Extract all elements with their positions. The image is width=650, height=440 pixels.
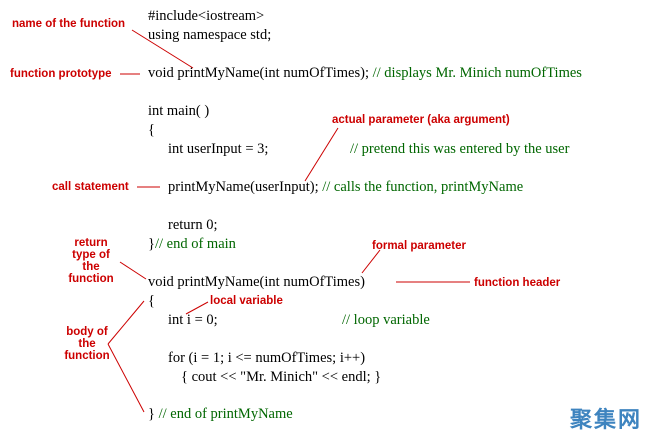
- label-actual-parameter: actual parameter (aka argument): [332, 114, 510, 126]
- return-type-line-3: the: [82, 261, 100, 273]
- label-body-of-function: body of the function: [56, 326, 118, 362]
- code-main-signature: int main( ): [148, 102, 209, 120]
- label-function-header: function header: [474, 277, 561, 289]
- code-declaration: int userInput = 3;: [168, 140, 268, 158]
- leader-local-variable: [185, 301, 209, 315]
- code-prototype: void printMyName(int numOfTimes); // dis…: [148, 64, 582, 82]
- leader-name-of-function: [131, 29, 194, 69]
- main-open-brace-text: {: [148, 122, 155, 138]
- call-comment: // calls the function, printMyName: [322, 179, 524, 195]
- local-variable-text: int i = 0;: [168, 312, 218, 328]
- using-text: using namespace std;: [148, 27, 272, 43]
- leader-body-bottom: [107, 343, 145, 413]
- return-type-line-4: function: [68, 273, 114, 285]
- code-return: return 0;: [168, 216, 218, 234]
- code-main-open-brace: {: [148, 121, 155, 139]
- cout-text: { cout << "Mr. Minich" << endl; }: [181, 369, 382, 385]
- return-text: return 0;: [168, 217, 218, 233]
- function-close-brace: }: [148, 406, 155, 422]
- label-call-statement: call statement: [52, 181, 129, 193]
- code-cout: { cout << "Mr. Minich" << endl; }: [181, 368, 381, 386]
- label-return-type: return type of the function: [62, 237, 120, 285]
- code-call: printMyName(userInput); // calls the fun…: [168, 178, 523, 196]
- leader-formal-parameter: [361, 249, 381, 274]
- code-for-loop: for (i = 1; i <= numOfTimes; i++): [168, 349, 365, 367]
- watermark-logo: 聚集网: [569, 408, 642, 433]
- body-line-2: the: [78, 338, 96, 350]
- code-declaration-comment: // pretend this was entered by the user: [350, 140, 569, 158]
- code-using: using namespace std;: [148, 26, 271, 44]
- body-line-3: function: [64, 350, 110, 362]
- local-variable-comment-text: // loop variable: [342, 312, 430, 328]
- code-main-close: }// end of main: [148, 235, 236, 253]
- code-function-close: } // end of printMyName: [148, 405, 293, 423]
- prototype-comment: // displays Mr. Minich numOfTimes: [372, 65, 582, 81]
- code-include: #include<iostream>: [148, 7, 264, 25]
- prototype-text: void printMyName(int numOfTimes);: [148, 65, 369, 81]
- label-formal-parameter: formal parameter: [372, 240, 466, 252]
- leader-return-type: [119, 261, 147, 280]
- body-line-1: body of: [66, 326, 108, 338]
- include-text: #include<iostream>: [148, 8, 265, 24]
- label-function-prototype: function prototype: [10, 68, 112, 80]
- code-local-variable-comment: // loop variable: [342, 311, 430, 329]
- code-function-header: void printMyName(int numOfTimes): [148, 273, 365, 291]
- return-type-line-2: type of: [72, 249, 110, 261]
- leader-body-top: [107, 300, 145, 345]
- leader-actual-parameter: [304, 127, 339, 182]
- declaration-text: int userInput = 3;: [168, 141, 269, 157]
- return-type-line-1: return: [74, 237, 108, 249]
- function-header-text: void printMyName(int numOfTimes): [148, 274, 365, 290]
- main-signature-text: int main( ): [148, 103, 210, 119]
- function-close-comment: // end of printMyName: [158, 406, 293, 422]
- code-local-variable: int i = 0;: [168, 311, 218, 329]
- main-close-comment: // end of main: [154, 236, 236, 252]
- declaration-comment-text: // pretend this was entered by the user: [350, 141, 570, 157]
- code-function-open-brace: {: [148, 292, 155, 310]
- for-loop-text: for (i = 1; i <= numOfTimes; i++): [168, 350, 366, 366]
- label-name-of-function: name of the function: [12, 18, 126, 30]
- label-local-variable: local variable: [210, 295, 283, 307]
- function-open-brace-text: {: [148, 293, 155, 309]
- call-text: printMyName(userInput);: [168, 179, 319, 195]
- main-close-brace: }: [148, 236, 155, 252]
